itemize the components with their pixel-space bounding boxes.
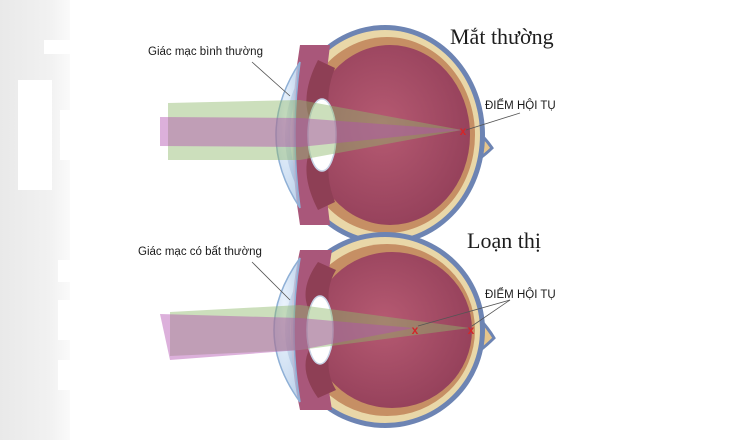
abnormal-cornea-label: Giác mạc có bất thường: [138, 246, 262, 258]
normal-cornea-label: Giác mạc bình thường: [148, 46, 263, 58]
cornea: [275, 61, 301, 209]
astigmatism-title: Loạn thị: [467, 228, 541, 253]
ghost-mark: [18, 80, 52, 190]
focus-point-mark: x: [412, 323, 419, 337]
astigmatism-eye: x x: [160, 232, 511, 428]
left-background-strip: [0, 0, 70, 440]
lens: [307, 98, 337, 172]
normal-eye-title: Mắt thường: [450, 24, 554, 49]
light-beam-purple: [160, 314, 414, 360]
ghost-mark: [58, 300, 70, 340]
light-beam-green: [170, 305, 470, 356]
ghost-mark: [44, 40, 70, 54]
ghost-mark: [58, 260, 70, 282]
focus-point-mark: x: [460, 124, 467, 138]
vitreous-body: [310, 45, 470, 225]
focus-point-mark: x: [468, 323, 475, 337]
ghost-mark: [58, 360, 70, 390]
cornea: [273, 257, 301, 403]
ghost-mark: [60, 110, 70, 160]
light-beam-green: [168, 100, 462, 160]
normal-eye: x: [160, 25, 521, 245]
astigmatism-focus-label: ĐIỂM HỘI TỤ: [485, 289, 556, 301]
lens: [306, 295, 334, 365]
vitreous-body: [312, 252, 472, 408]
light-beam-purple: [160, 117, 462, 147]
normal-focus-label: ĐIỂM HỘI TỤ: [485, 100, 556, 112]
